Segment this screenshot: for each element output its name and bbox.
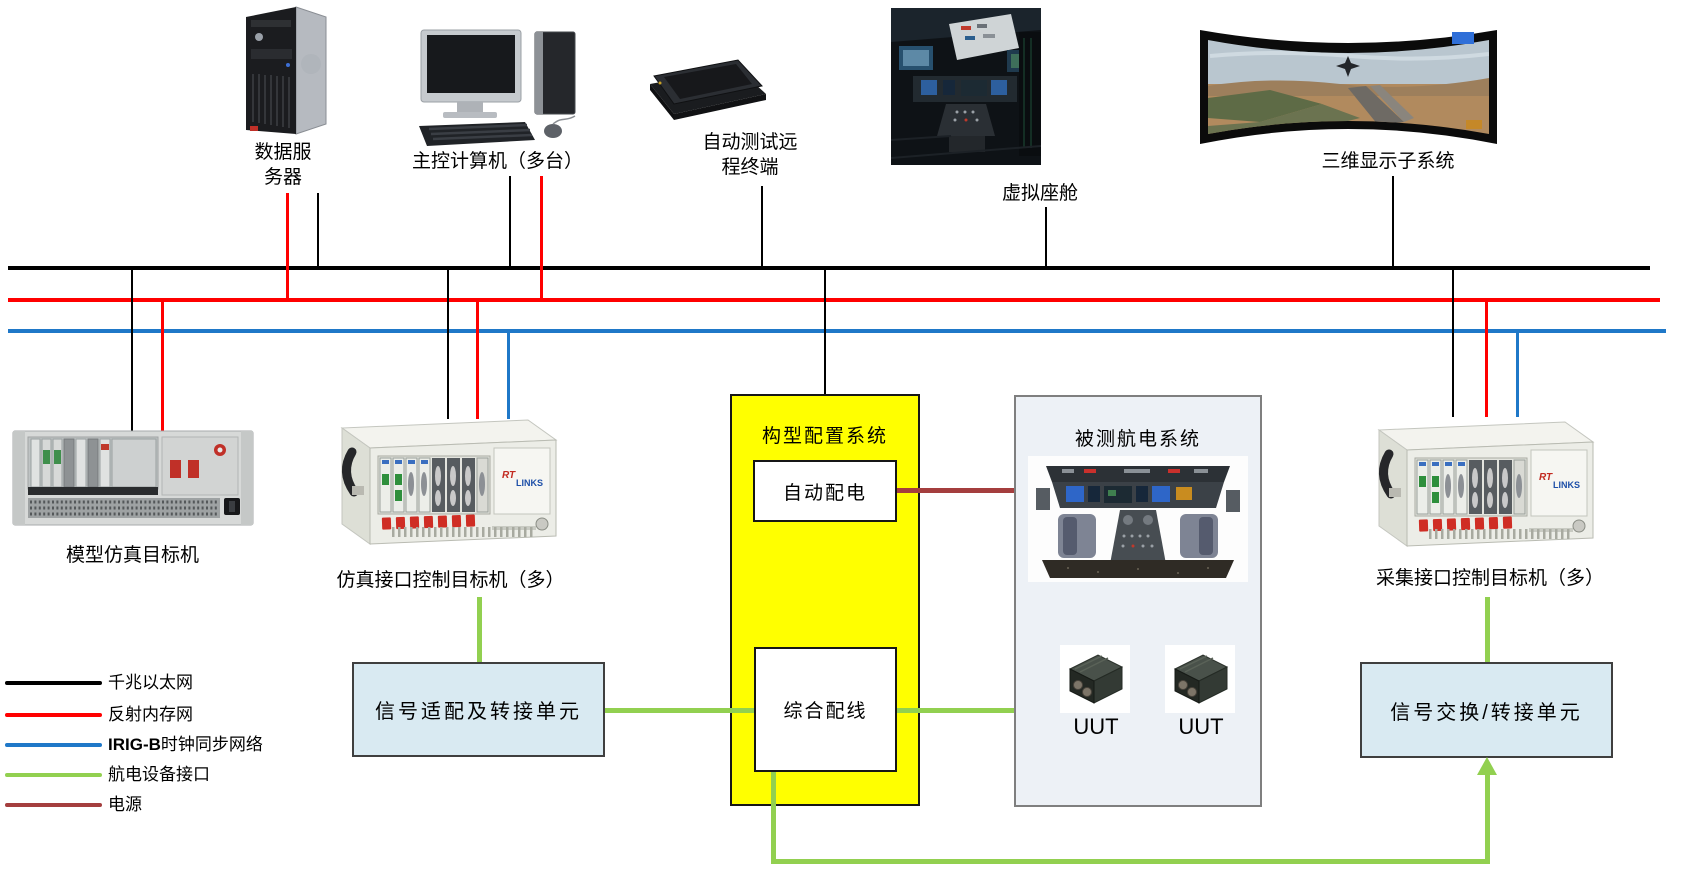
- legend-label-avionics: 航电设备接口: [108, 765, 210, 785]
- link-master-reflective: [540, 176, 543, 300]
- remote-terminal-label-line1: 自动测试远: [702, 132, 798, 153]
- legend-label-gigabit: 千兆以太网: [108, 673, 193, 693]
- cockpit-render-image: [1028, 456, 1248, 582]
- legend-label: 航电设备接口: [108, 765, 210, 784]
- link-dataserver-reflective: [286, 193, 289, 300]
- legend-line-avionics: [5, 773, 102, 777]
- chassis-logo-mark: RT: [502, 470, 516, 481]
- signal-adapter-label: 信号适配及转接单元: [375, 701, 582, 723]
- uut2-label: UUT: [1178, 714, 1224, 739]
- drop-sim-irigb: [507, 331, 510, 419]
- remote-terminal-image: [650, 59, 766, 120]
- model-target-image: [12, 430, 254, 526]
- link-terminal-ethernet: [761, 186, 763, 268]
- legend-item-reflective-memory: 反射内存网: [5, 705, 193, 725]
- config-system-title: 构型配置系统: [761, 426, 888, 447]
- legend-item-irig-b: IRIG-B时钟同步网络: [5, 735, 263, 755]
- uut1-label: UUT: [1073, 714, 1119, 739]
- drop-acq-irigb: [1516, 331, 1519, 417]
- legend-label-reflective: 反射内存网: [108, 705, 193, 725]
- link-adapter-to-wiring: [605, 708, 754, 713]
- arrow-up-icon: [1477, 757, 1497, 775]
- legend-item-avionics-interface: 航电设备接口: [5, 765, 210, 785]
- sim-interface-target-label: 仿真接口控制目标机（多）: [336, 570, 565, 591]
- legend-line-power: [5, 803, 102, 807]
- bus-gigabit-ethernet: [8, 266, 1650, 270]
- chassis-logo-text: LINKS: [1553, 480, 1580, 490]
- legend-line-irigb: [5, 743, 102, 747]
- remote-terminal-label: 自动测试远 程终端: [655, 130, 845, 180]
- link-acq-to-exchange: [1485, 597, 1490, 662]
- legend-label: 千兆以太网: [108, 673, 193, 692]
- signal-exchange-box: 信号交换/转接单元: [1360, 662, 1613, 758]
- auto-power-label: 自动配电: [782, 482, 867, 504]
- legend-prefix: IRIG-B: [108, 735, 161, 754]
- chassis-logo-mark: RT: [1539, 472, 1553, 483]
- legend-label: 时钟同步网络: [160, 735, 263, 754]
- legend-line-gigabit: [5, 681, 102, 685]
- legend-line-reflective: [5, 713, 102, 717]
- link-up-to-exchange: [1485, 774, 1490, 864]
- virtual-cockpit-image: [891, 8, 1041, 165]
- model-target-label: 模型仿真目标机: [65, 545, 199, 566]
- legend-label: 电源: [108, 795, 142, 814]
- auto-power-box: 自动配电: [753, 460, 897, 522]
- display-3d-label: 三维显示子系统: [1321, 151, 1455, 172]
- data-server-label-line1: 数据服: [254, 142, 312, 163]
- legend-label: 反射内存网: [108, 705, 193, 724]
- master-computer-image: [419, 29, 576, 146]
- legend-item-power: 电源: [5, 795, 142, 815]
- legend-label-irigb: IRIG-B时钟同步网络: [108, 735, 263, 755]
- data-server-label-line2: 务器: [263, 167, 302, 188]
- integrated-wiring-box: 综合配线: [754, 647, 897, 772]
- uut1-image: [1060, 645, 1130, 713]
- link-sim-to-adapter: [477, 597, 482, 662]
- link-power-to-aut: [897, 488, 1014, 493]
- sim-interface-target-image: RT LINKS: [340, 419, 558, 545]
- link-3d-ethernet: [1392, 176, 1394, 268]
- drop-sim-reflective: [476, 300, 479, 419]
- virtual-cockpit-label: 虚拟座舱: [1001, 183, 1078, 204]
- master-computer-label: 主控计算机（多台）: [411, 151, 583, 172]
- link-wiring-down: [771, 772, 776, 864]
- bus-irig-b: [8, 329, 1666, 333]
- uut2-image: [1165, 645, 1235, 713]
- link-bottom-run: [771, 859, 1490, 864]
- acq-interface-target-label: 采集接口控制目标机（多）: [1375, 568, 1604, 589]
- signal-exchange-label: 信号交换/转接单元: [1390, 701, 1583, 724]
- bus-reflective-memory: [8, 298, 1660, 302]
- link-wiring-to-aut: [897, 708, 1014, 713]
- link-cockpit-ethernet: [1045, 207, 1047, 268]
- link-master-ethernet: [509, 176, 511, 268]
- data-server-image: [246, 6, 327, 135]
- drop-acq-reflective: [1485, 300, 1488, 417]
- acq-interface-target-image: RT LINKS: [1377, 421, 1595, 547]
- drop-model-ethernet: [131, 268, 133, 432]
- drop-config-ethernet: [824, 268, 826, 394]
- signal-adapter-box: 信号适配及转接单元: [352, 662, 605, 757]
- data-server-label: 数据服 务器: [228, 140, 338, 190]
- drop-acq-ethernet: [1452, 268, 1454, 417]
- integrated-wiring-label: 综合配线: [783, 701, 868, 722]
- chassis-logo-text: LINKS: [516, 478, 543, 488]
- avionics-under-test-title: 被测航电系统: [1074, 429, 1201, 450]
- legend-item-gigabit-ethernet: 千兆以太网: [5, 673, 193, 693]
- drop-model-reflective: [161, 300, 164, 432]
- display-3d-image: [1200, 30, 1497, 144]
- drop-sim-ethernet: [447, 268, 449, 419]
- link-dataserver-ethernet: [317, 193, 319, 268]
- legend-label-power: 电源: [108, 795, 142, 815]
- remote-terminal-label-line2: 程终端: [721, 157, 779, 178]
